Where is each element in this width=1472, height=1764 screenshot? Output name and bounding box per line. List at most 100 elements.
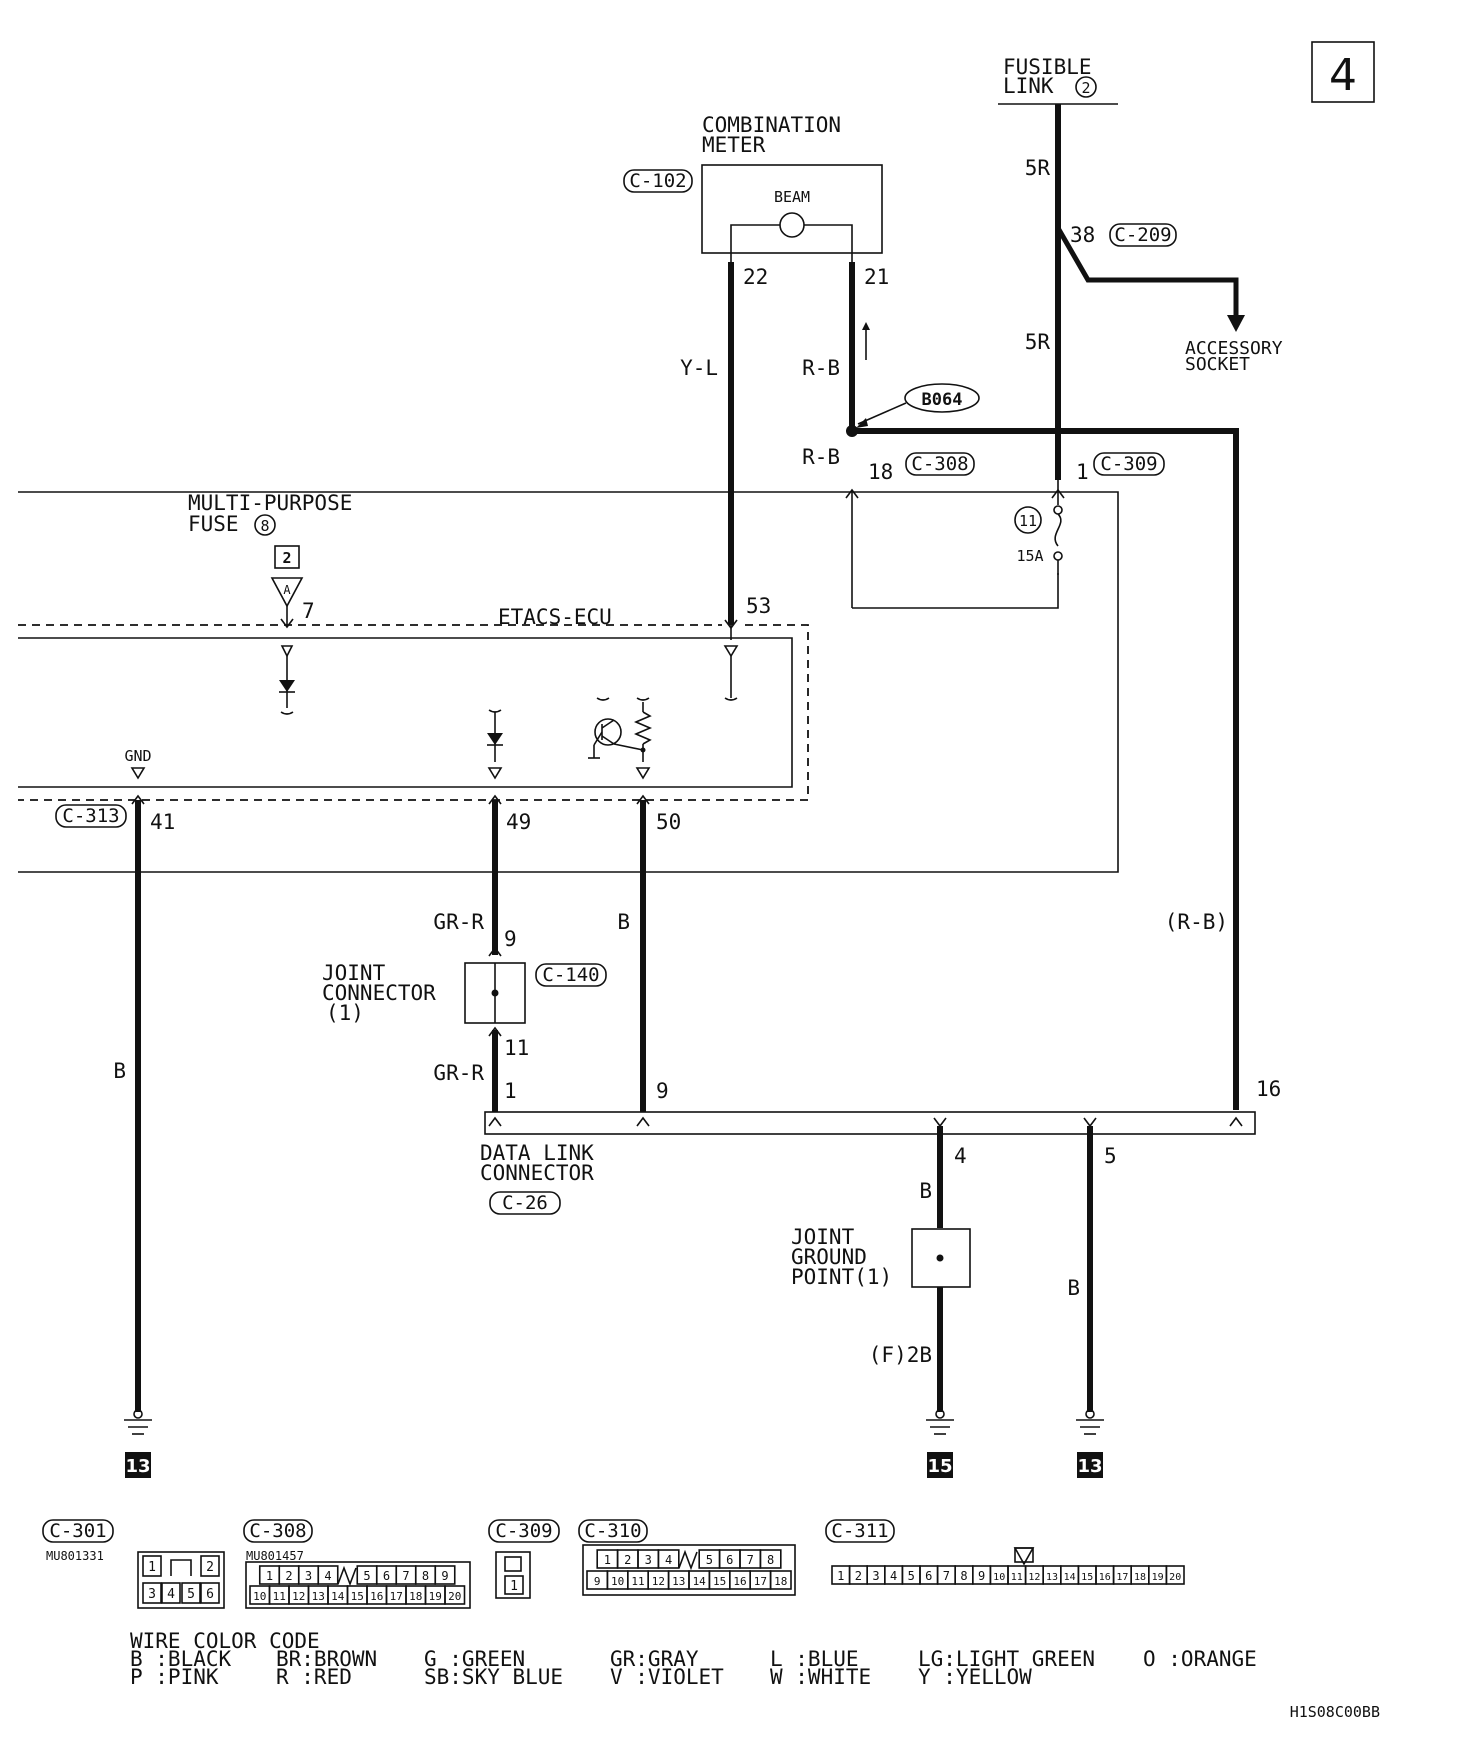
connector-arrow-18 — [845, 488, 859, 608]
wire-label-f-2b: (F)2B — [869, 1343, 932, 1367]
svg-text:1: 1 — [1076, 460, 1089, 484]
svg-text:53: 53 — [746, 594, 771, 618]
svg-text:2: 2 — [1081, 79, 1090, 97]
pin-number: 2 — [624, 1553, 631, 1567]
pin-number: 11 — [1011, 1572, 1023, 1583]
svg-text:MULTI-PURPOSE: MULTI-PURPOSE — [188, 491, 352, 515]
svg-text:1: 1 — [510, 1579, 518, 1594]
svg-text:DATA LINK: DATA LINK — [480, 1141, 594, 1165]
svg-text:CONNECTOR: CONNECTOR — [480, 1161, 594, 1185]
connector-tag-c309: C-309 — [1093, 452, 1165, 476]
page-badge: 4 — [1311, 41, 1375, 103]
etacs-ecu: ETACS-ECU 53 — [18, 594, 809, 801]
svg-text:41: 41 — [150, 810, 175, 834]
svg-text:4: 4 — [167, 1587, 175, 1602]
svg-text:BR:BROWN: BR:BROWN — [276, 1647, 377, 1671]
pin-number: 7 — [402, 1569, 409, 1583]
svg-text:50: 50 — [656, 810, 681, 834]
multi-purpose-fuse: MULTI-PURPOSE FUSE 8 2 A 7 — [188, 491, 352, 629]
wire-label-y-l: Y-L — [680, 356, 718, 380]
pin-number: 17 — [1116, 1572, 1128, 1583]
accessory-socket: ACCESSORY SOCKET — [1185, 338, 1283, 375]
pin-number: 16 — [1099, 1572, 1111, 1583]
pin-cell — [444, 1585, 466, 1605]
svg-text:6: 6 — [206, 1587, 214, 1602]
pin-number: 13 — [1046, 1572, 1058, 1583]
wire-label-5r-mid: 5R — [1025, 330, 1051, 354]
pin-cell — [434, 1565, 456, 1585]
pin-number: 8 — [422, 1569, 429, 1583]
svg-text:7: 7 — [302, 599, 315, 623]
svg-text:1: 1 — [148, 1560, 156, 1575]
svg-text:C-140: C-140 — [542, 964, 599, 986]
svg-text:C-310: C-310 — [584, 1520, 641, 1542]
pin-number: 1 — [837, 1569, 844, 1583]
svg-text:C-26: C-26 — [502, 1192, 548, 1214]
svg-text:FUSIBLE: FUSIBLE — [1003, 55, 1092, 79]
connector-view-c309: C-309 1 — [488, 1519, 560, 1599]
pin-number: 12 — [292, 1590, 305, 1603]
ground-symbol-1: 13 — [124, 1409, 152, 1478]
svg-text:LINK: LINK — [1003, 74, 1054, 98]
wire-label-b-left: B — [113, 1059, 126, 1083]
svg-text:5: 5 — [187, 1587, 195, 1602]
pin-number: 4 — [890, 1569, 897, 1583]
svg-text:JOINT: JOINT — [791, 1225, 855, 1249]
pin-number: 13 — [312, 1590, 325, 1603]
svg-text:WIRE COLOR CODE: WIRE COLOR CODE — [130, 1629, 320, 1653]
svg-text:2: 2 — [282, 549, 291, 567]
pin-number: 1 — [604, 1553, 611, 1567]
pin-number: 11 — [273, 1590, 286, 1603]
svg-text:4: 4 — [954, 1144, 967, 1168]
figure-code: H1S08C00BB — [1290, 1703, 1380, 1721]
pin-number: 18 — [409, 1590, 422, 1603]
pin-number: 13 — [672, 1575, 685, 1588]
svg-text:9: 9 — [656, 1079, 669, 1103]
svg-text:METER: METER — [702, 133, 766, 157]
svg-text:CONNECTOR: CONNECTOR — [322, 981, 436, 1005]
pin-number: 9 — [594, 1575, 601, 1588]
connector-tag-c308: C-308 — [905, 452, 975, 476]
pin-number: 15 — [1081, 1572, 1093, 1583]
svg-text:3: 3 — [148, 1587, 156, 1602]
svg-text:O :ORANGE: O :ORANGE — [1143, 1647, 1257, 1671]
svg-text:JOINT: JOINT — [322, 961, 386, 985]
pin-number: 11 — [631, 1575, 644, 1588]
ground-symbol-2: 15 — [926, 1409, 954, 1478]
wire-label-r-b-mid: R-B — [802, 445, 840, 469]
svg-text:COMBINATION: COMBINATION — [702, 113, 841, 137]
svg-text:C-309: C-309 — [1100, 453, 1157, 475]
svg-text:V :VIOLET: V :VIOLET — [610, 1665, 724, 1689]
pin-number: 15 — [351, 1590, 364, 1603]
pin-number: 9 — [978, 1569, 985, 1583]
pin-number: 7 — [747, 1553, 754, 1567]
svg-text:W :WHITE: W :WHITE — [770, 1665, 871, 1689]
svg-text:11: 11 — [1019, 512, 1037, 530]
pin-number: 10 — [253, 1590, 266, 1603]
svg-text:15A: 15A — [1016, 547, 1043, 565]
pin-number: 2 — [855, 1569, 862, 1583]
connector-view-c301: C-301 MU801331 1 2 3 4 5 6 — [42, 1519, 225, 1609]
pin-number: 7 — [943, 1569, 950, 1583]
pin-cell — [769, 1570, 792, 1590]
svg-text:C-308: C-308 — [911, 453, 968, 475]
pin-number: 6 — [925, 1569, 932, 1583]
svg-text:GROUND: GROUND — [791, 1245, 867, 1269]
wire-label-r-b-top: R-B — [802, 356, 840, 380]
svg-text:8: 8 — [260, 517, 269, 535]
pin-number: 3 — [305, 1569, 312, 1583]
svg-text:Y :YELLOW: Y :YELLOW — [918, 1665, 1032, 1689]
svg-text:C-102: C-102 — [629, 170, 686, 192]
svg-text:B :BLACK: B :BLACK — [130, 1647, 232, 1671]
svg-text:SB:SKY BLUE: SB:SKY BLUE — [424, 1665, 563, 1689]
svg-text:P :PINK: P :PINK — [130, 1665, 219, 1689]
data-link-connector: 16 DATA LINK CONNECTOR C-26 — [480, 1077, 1281, 1215]
pin-number: 14 — [331, 1590, 345, 1603]
pin-number: 18 — [1134, 1572, 1146, 1583]
pin-number: 6 — [726, 1553, 733, 1567]
svg-text:2: 2 — [206, 1560, 214, 1575]
svg-text:C-209: C-209 — [1114, 224, 1171, 246]
wire-color-code: WIRE COLOR CODE B :BLACK BR:BROWN G :GRE… — [130, 1629, 1257, 1689]
